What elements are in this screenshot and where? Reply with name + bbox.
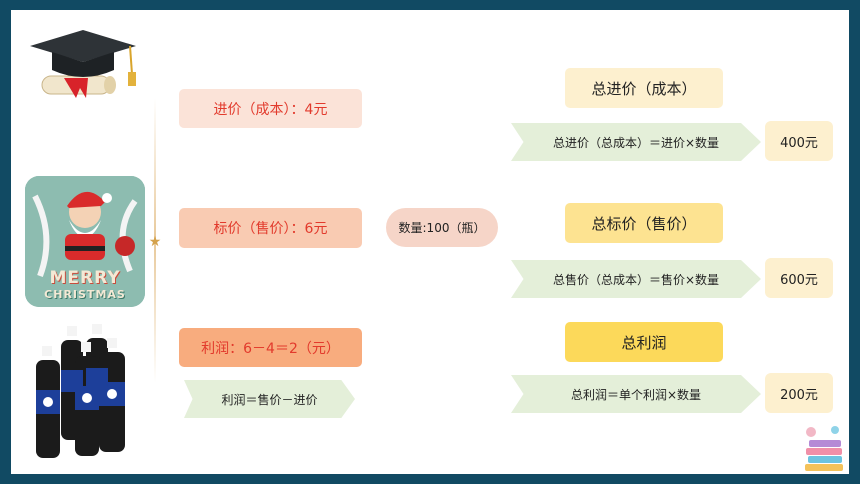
books-icon <box>801 422 847 472</box>
soda-bottles-image <box>31 320 131 460</box>
total-price-value: 600元 <box>765 258 833 298</box>
divider-line <box>154 98 156 383</box>
total-price-formula-arrow: 总售价（总成本）＝售价×数量 <box>511 260 761 298</box>
total-cost-title: 总进价（成本） <box>565 68 723 108</box>
total-profit-formula-arrow: 总利润＝单个利润×数量 <box>511 375 761 413</box>
total-price-title: 总标价（售价） <box>565 203 723 243</box>
star-icon: ★ <box>148 234 162 250</box>
cost-box: 进价（成本）：4元 <box>179 89 362 128</box>
total-profit-value: 200元 <box>765 373 833 413</box>
santa-text-merry: MERRY <box>49 268 121 288</box>
quantity-pill: 数量:100（瓶） <box>386 208 498 247</box>
profit-box: 利润：6－4＝2（元） <box>179 328 362 367</box>
santa-text-christmas: CHRISTMAS <box>44 288 126 301</box>
profit-formula-arrow: 利润＝售价－进价 <box>184 380 355 418</box>
slide-canvas: MERRY CHRISTMAS <box>11 10 849 474</box>
total-profit-title: 总利润 <box>565 322 723 362</box>
total-cost-formula-arrow: 总进价（总成本）＝进价×数量 <box>511 123 761 161</box>
graduation-cap-icon <box>28 26 138 106</box>
price-box: 标价（售价）：6元 <box>179 208 362 248</box>
santa-card-image: MERRY CHRISTMAS <box>25 176 145 307</box>
total-cost-value: 400元 <box>765 121 833 161</box>
